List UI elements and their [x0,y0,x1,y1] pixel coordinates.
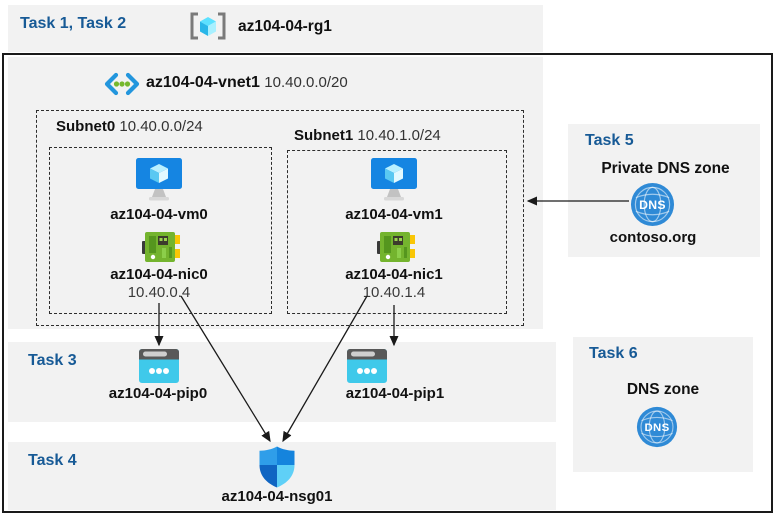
vnet-name: az104-04-vnet1 [146,74,260,91]
subnet1-name: Subnet1 [294,127,354,144]
pip1-icon [347,349,387,383]
subnet1-box [287,150,507,314]
vm0-label: az104-04-vm0 [110,206,208,223]
vm1-label: az104-04-vm1 [345,206,443,223]
subnets-container [36,110,524,326]
nsg-label: az104-04-nsg01 [221,488,333,505]
subnet1-label: Subnet1 10.40.1.0/24 [294,127,441,144]
task4-label: Task 4 [28,452,77,469]
task3-label: Task 3 [28,352,77,369]
private-dns-icon: DNS [630,182,675,227]
nsg-shield-icon [259,446,295,488]
subnet0-label: Subnet0 10.40.0.0/24 [56,118,203,135]
nic0-ip: 10.40.0.4 [127,284,191,301]
private-dns-icon-text: DNS [639,198,666,212]
subnet0-box [49,147,272,314]
subnet0-cidr: 10.40.0.0/24 [119,118,203,135]
pip0-label: az104-04-pip0 [108,385,208,402]
diagram-frame [2,53,773,513]
resource-group-icon [190,12,226,40]
task6-box: Task 6 DNS zone [573,337,753,472]
nic1-icon [377,232,415,262]
private-dns-zone-name: contoso.org [609,229,697,246]
subnet1-cidr: 10.40.1.0/24 [357,127,441,144]
task5-label: Task 5 [585,132,634,149]
vm1-icon [371,158,417,201]
vnet-cidr: 10.40.0.0/20 [264,74,348,91]
private-dns-zone-title: Private DNS zone [601,160,730,177]
nic1-ip: 10.40.1.4 [362,284,426,301]
virtual-network-icon [104,72,140,96]
task6-label: Task 6 [589,345,638,362]
pip1-label: az104-04-pip1 [345,385,445,402]
vnet-box [8,57,543,329]
vm0-icon [136,158,182,201]
subnet0-name: Subnet0 [56,118,116,135]
vnet-title: az104-04-vnet1 10.40.0.0/20 [146,74,348,92]
pip0-icon [139,349,179,383]
task3-band: Task 3 [8,342,556,422]
nic1-label: az104-04-nic1 [345,266,443,283]
nic0-icon [142,232,180,262]
dns-zone-icon-text: DNS [645,422,670,434]
resource-group-banner: Task 1, Task 2 [8,5,543,52]
tasks-1-2-label: Task 1, Task 2 [20,15,127,32]
resource-group-name: az104-04-rg1 [238,18,332,35]
dns-zone-title: DNS zone [626,381,700,398]
nic0-label: az104-04-nic0 [110,266,208,283]
dns-zone-icon: DNS [636,406,678,448]
